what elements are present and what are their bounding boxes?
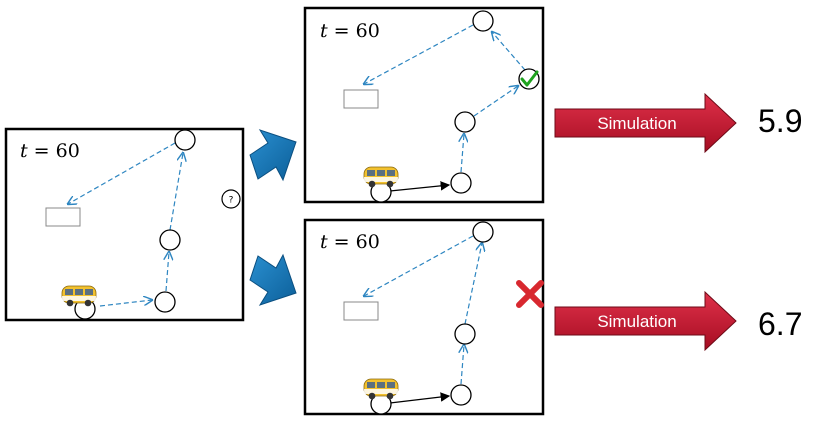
route-node: [454, 111, 476, 133]
route-edge: [364, 24, 474, 84]
route-edge: [464, 243, 482, 325]
route-edge: [461, 134, 464, 173]
simulation-label: Simulation: [597, 114, 676, 133]
simulation-label: Simulation: [597, 312, 676, 331]
simulation-arrow-top: Simulation: [554, 92, 737, 154]
bottom-panel: t = 60: [303, 218, 545, 416]
destination-box: [343, 301, 379, 321]
route-edge: [461, 345, 464, 385]
result-value-bottom: 6.7: [758, 306, 803, 342]
top-panel: t = 60: [303, 6, 545, 204]
destination-box: [45, 207, 81, 227]
route-edge: [169, 153, 183, 231]
top-time-label: t = 60: [320, 20, 380, 42]
route-node: [472, 221, 494, 243]
route-node: [154, 291, 176, 313]
route-node: [450, 384, 472, 406]
left-time-label: t = 60: [20, 140, 80, 162]
destination-box: [343, 89, 379, 109]
result-value-top: 5.9: [758, 103, 803, 139]
route-edge: [473, 86, 518, 117]
route-edge: [389, 181, 451, 192]
route-edge: [492, 32, 526, 71]
route-edge: [166, 252, 169, 292]
simulation-arrow-bottom: Simulation: [554, 290, 737, 352]
unknown-request-node: [221, 189, 241, 209]
route-edge: [364, 235, 474, 296]
route-edge: [68, 142, 176, 204]
branch-arrow-down-icon: [249, 253, 297, 306]
cross-icon: [516, 280, 544, 308]
unknown-mark: ?: [229, 196, 234, 206]
branch-arrow-up-icon: [249, 129, 297, 182]
bus-icon: [363, 378, 399, 400]
route-node: [454, 323, 476, 345]
route-node: [159, 229, 181, 251]
bus-icon: [61, 285, 97, 307]
left-panel: t = 60 ?: [4, 127, 245, 322]
route-node: [174, 129, 196, 151]
route-edge: [389, 392, 451, 404]
route-node: [450, 172, 472, 194]
bottom-time-label: t = 60: [320, 231, 380, 253]
check-icon: [520, 70, 539, 87]
route-edge: [99, 300, 152, 307]
route-node: [472, 10, 494, 32]
bus-icon: [363, 166, 399, 188]
